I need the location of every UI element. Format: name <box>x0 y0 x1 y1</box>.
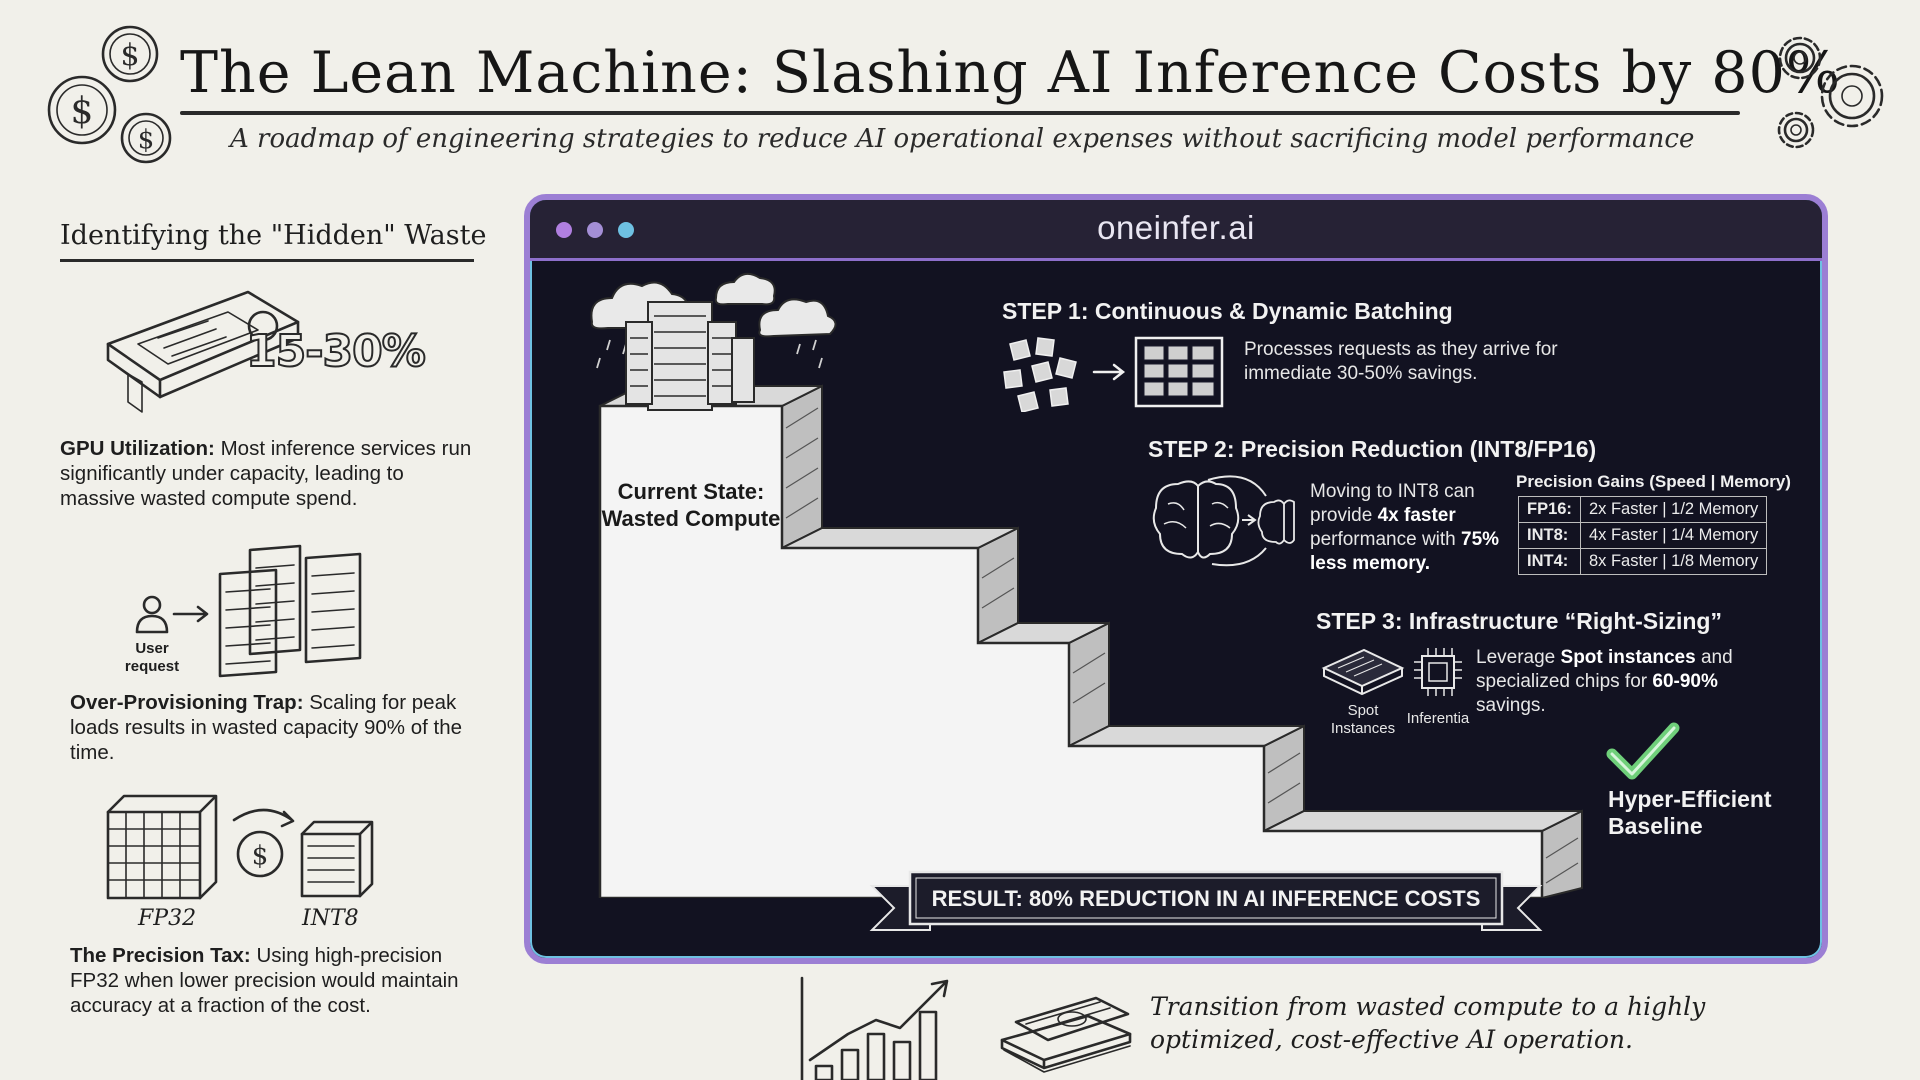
int8-label: INT8 <box>302 906 359 931</box>
browser-url: oneinfer.ai <box>1097 209 1255 246</box>
window-dot-close[interactable] <box>556 222 572 238</box>
model-compression-illustration <box>1152 475 1295 567</box>
cloud-icon <box>714 272 776 306</box>
arrow-right-icon <box>172 605 209 623</box>
batching-illustration <box>1003 336 1224 412</box>
gear-icon <box>1778 36 1822 80</box>
hyper-efficient-baseline-label: Hyper-Efficient Baseline <box>1608 786 1772 839</box>
window-dot-maximize[interactable] <box>618 222 634 238</box>
precision-gains-table: FP16: 2x Faster | 1/2 Memory INT8: 4x Fa… <box>1518 496 1768 575</box>
gpu-utilization-percent: 15-30% <box>245 325 427 378</box>
page-subtitle: A roadmap of engineering strategies to r… <box>230 124 1695 154</box>
gear-icon <box>1820 64 1884 128</box>
precision-tax-text: The Precision Tax: Using high-precision … <box>70 943 480 1018</box>
step1-text: Processes requests as they arrive for im… <box>1244 339 1558 384</box>
dollar-coin-icon: $ <box>101 25 159 83</box>
staircase-illustration <box>590 272 1583 898</box>
arrow-right-icon <box>1242 514 1257 526</box>
window-dot-minimize[interactable] <box>587 222 603 238</box>
result-banner-text: RESULT: 80% REDUCTION IN AI INFERENCE CO… <box>931 886 1481 911</box>
batch-grid-icon <box>1134 336 1224 408</box>
svg-text:$: $ <box>71 91 94 132</box>
gpu-utilization-title: GPU Utilization: <box>60 437 215 460</box>
svg-text:$: $ <box>138 125 155 155</box>
small-brain-icon <box>1257 499 1295 545</box>
page-title: The Lean Machine: Slashing AI Inference … <box>180 40 1841 106</box>
request-documents-icon <box>1003 337 1077 412</box>
table-row: FP16: 2x Faster | 1/2 Memory <box>1518 496 1768 523</box>
cloud-icon <box>758 298 837 338</box>
step3-text: Leverage Spot instances and specialized … <box>1476 647 1733 716</box>
coins-illustration: $ $ $ <box>47 25 172 164</box>
table-row: INT4: 8x Faster | 1/8 Memory <box>1518 548 1768 575</box>
heading-underline <box>60 259 474 262</box>
large-brain-icon <box>1152 480 1240 559</box>
dollar-coin-icon: $ <box>120 112 172 164</box>
arrow-right-icon <box>1092 363 1126 381</box>
precision-tax-body: Using high-precision FP32 when lower pre… <box>70 944 459 1017</box>
over-provisioning-body: Scaling for peak loads results in wasted… <box>70 691 462 764</box>
table-row: INT8: 4x Faster | 1/4 Memory <box>1518 522 1768 549</box>
server-rack-icon <box>218 568 278 678</box>
dollar-coin-icon: $ <box>236 830 284 878</box>
fp32-cube-icon <box>106 794 218 900</box>
footer-summary-text: Transition from wasted compute to a high… <box>1150 992 1706 1054</box>
current-state-label: Current State: Wasted Compute <box>601 479 781 531</box>
gpu-card-illustration <box>106 290 300 413</box>
precision-tax-title: The Precision Tax: <box>70 944 251 967</box>
browser-titlebar: oneinfer.ai <box>530 200 1822 261</box>
gears-illustration <box>1777 36 1884 149</box>
server-rack-icon <box>304 552 362 664</box>
fp32-label: FP32 <box>138 906 197 931</box>
server-rack-illustration <box>218 544 362 678</box>
precision-table-caption: Precision Gains (Speed | Memory) <box>1516 472 1791 491</box>
svg-text:$: $ <box>252 841 269 871</box>
step2-title: STEP 2: Precision Reduction (INT8/FP16) <box>1148 436 1597 462</box>
step2-text: Moving to INT8 can provide 4x faster per… <box>1310 481 1500 574</box>
chip-icon <box>1414 648 1462 696</box>
spot-instance-icon <box>1321 648 1405 696</box>
dollar-coin-icon: $ <box>47 75 117 145</box>
over-provisioning-title: Over-Provisioning Trap: <box>70 691 304 714</box>
checkmark-icon <box>1606 722 1680 780</box>
cloud-server-illustration <box>590 272 837 411</box>
gpu-utilization-text: GPU Utilization: Most inference services… <box>60 436 480 511</box>
result-banner-ribbon <box>869 870 1543 931</box>
money-stack-icon <box>1000 996 1132 1073</box>
gpu-utilization-body: Most inference services run significantl… <box>60 437 472 510</box>
precision-cube-illustration: $ <box>106 794 374 900</box>
user-request-label: User request <box>124 640 180 675</box>
growth-chart-icon <box>800 976 949 1080</box>
int8-cube-icon <box>300 820 374 898</box>
title-underline <box>180 111 1740 115</box>
gear-icon <box>1777 111 1815 149</box>
svg-text:$: $ <box>120 38 139 73</box>
inferentia-label: Inferentia <box>1406 710 1470 727</box>
waste-section-heading: Identifying the "Hidden" Waste <box>60 220 487 251</box>
browser-window: oneinfer.ai <box>524 194 1828 964</box>
over-provisioning-text: Over-Provisioning Trap: Scaling for peak… <box>70 690 480 765</box>
spot-instances-label: Spot Instances <box>1330 702 1396 737</box>
curved-arrow-icon <box>232 808 295 828</box>
step3-title: STEP 3: Infrastructure “Right-Sizing” <box>1316 608 1722 634</box>
user-icon <box>135 595 169 634</box>
step1-title: STEP 1: Continuous & Dynamic Batching <box>1002 298 1453 324</box>
